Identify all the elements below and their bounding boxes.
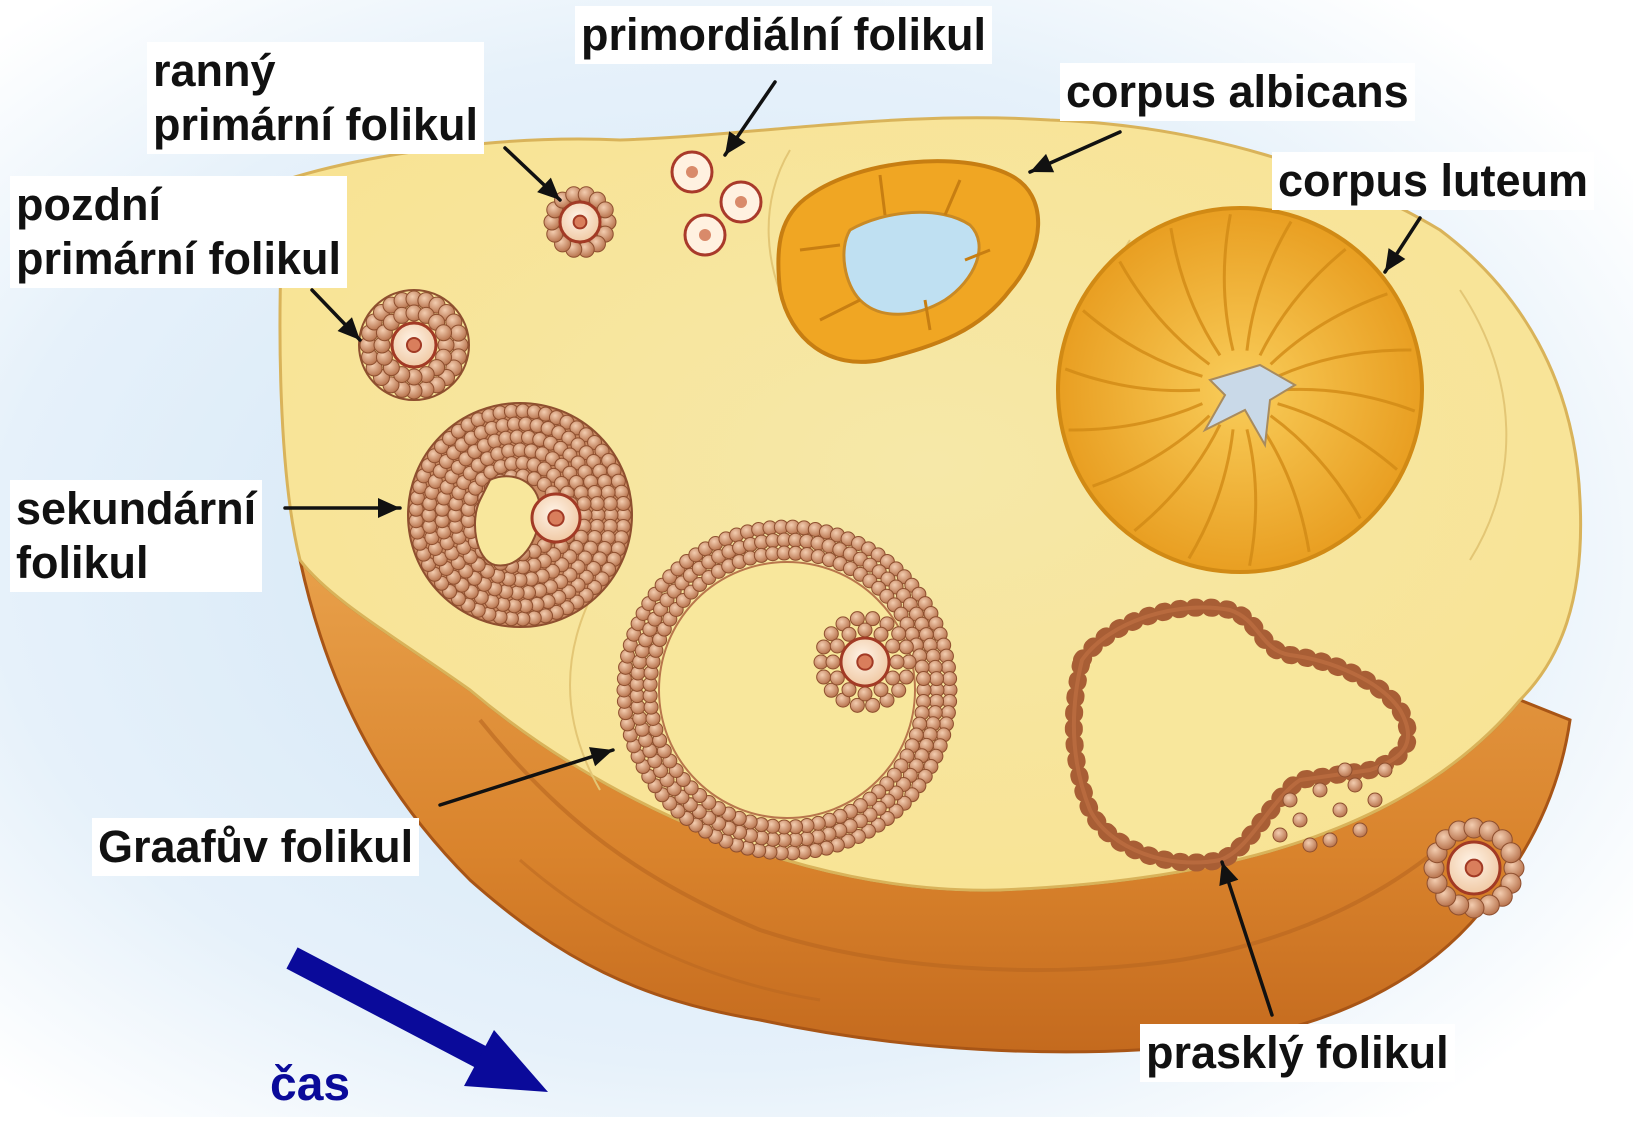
label-corpus-luteum: corpus luteum <box>1272 152 1594 210</box>
label-graafian-follicle: Graafův folikul <box>92 818 419 876</box>
label-secondary-follicle: sekundární folikul <box>10 480 262 592</box>
label-primordial-follicle: primordiální folikul <box>575 6 992 64</box>
corpus-luteum <box>1058 208 1422 572</box>
label-ruptured-follicle: prasklý folikul <box>1140 1024 1455 1082</box>
graafian-follicle <box>617 520 957 860</box>
secondary-follicle <box>408 403 632 627</box>
label-early-primary-follicle: ranný primární folikul <box>147 42 484 154</box>
label-corpus-albicans: corpus albicans <box>1060 63 1415 121</box>
label-time: čas <box>270 1058 350 1112</box>
late-primary-follicle <box>359 290 469 400</box>
label-late-primary-follicle: pozdní primární folikul <box>10 176 347 288</box>
